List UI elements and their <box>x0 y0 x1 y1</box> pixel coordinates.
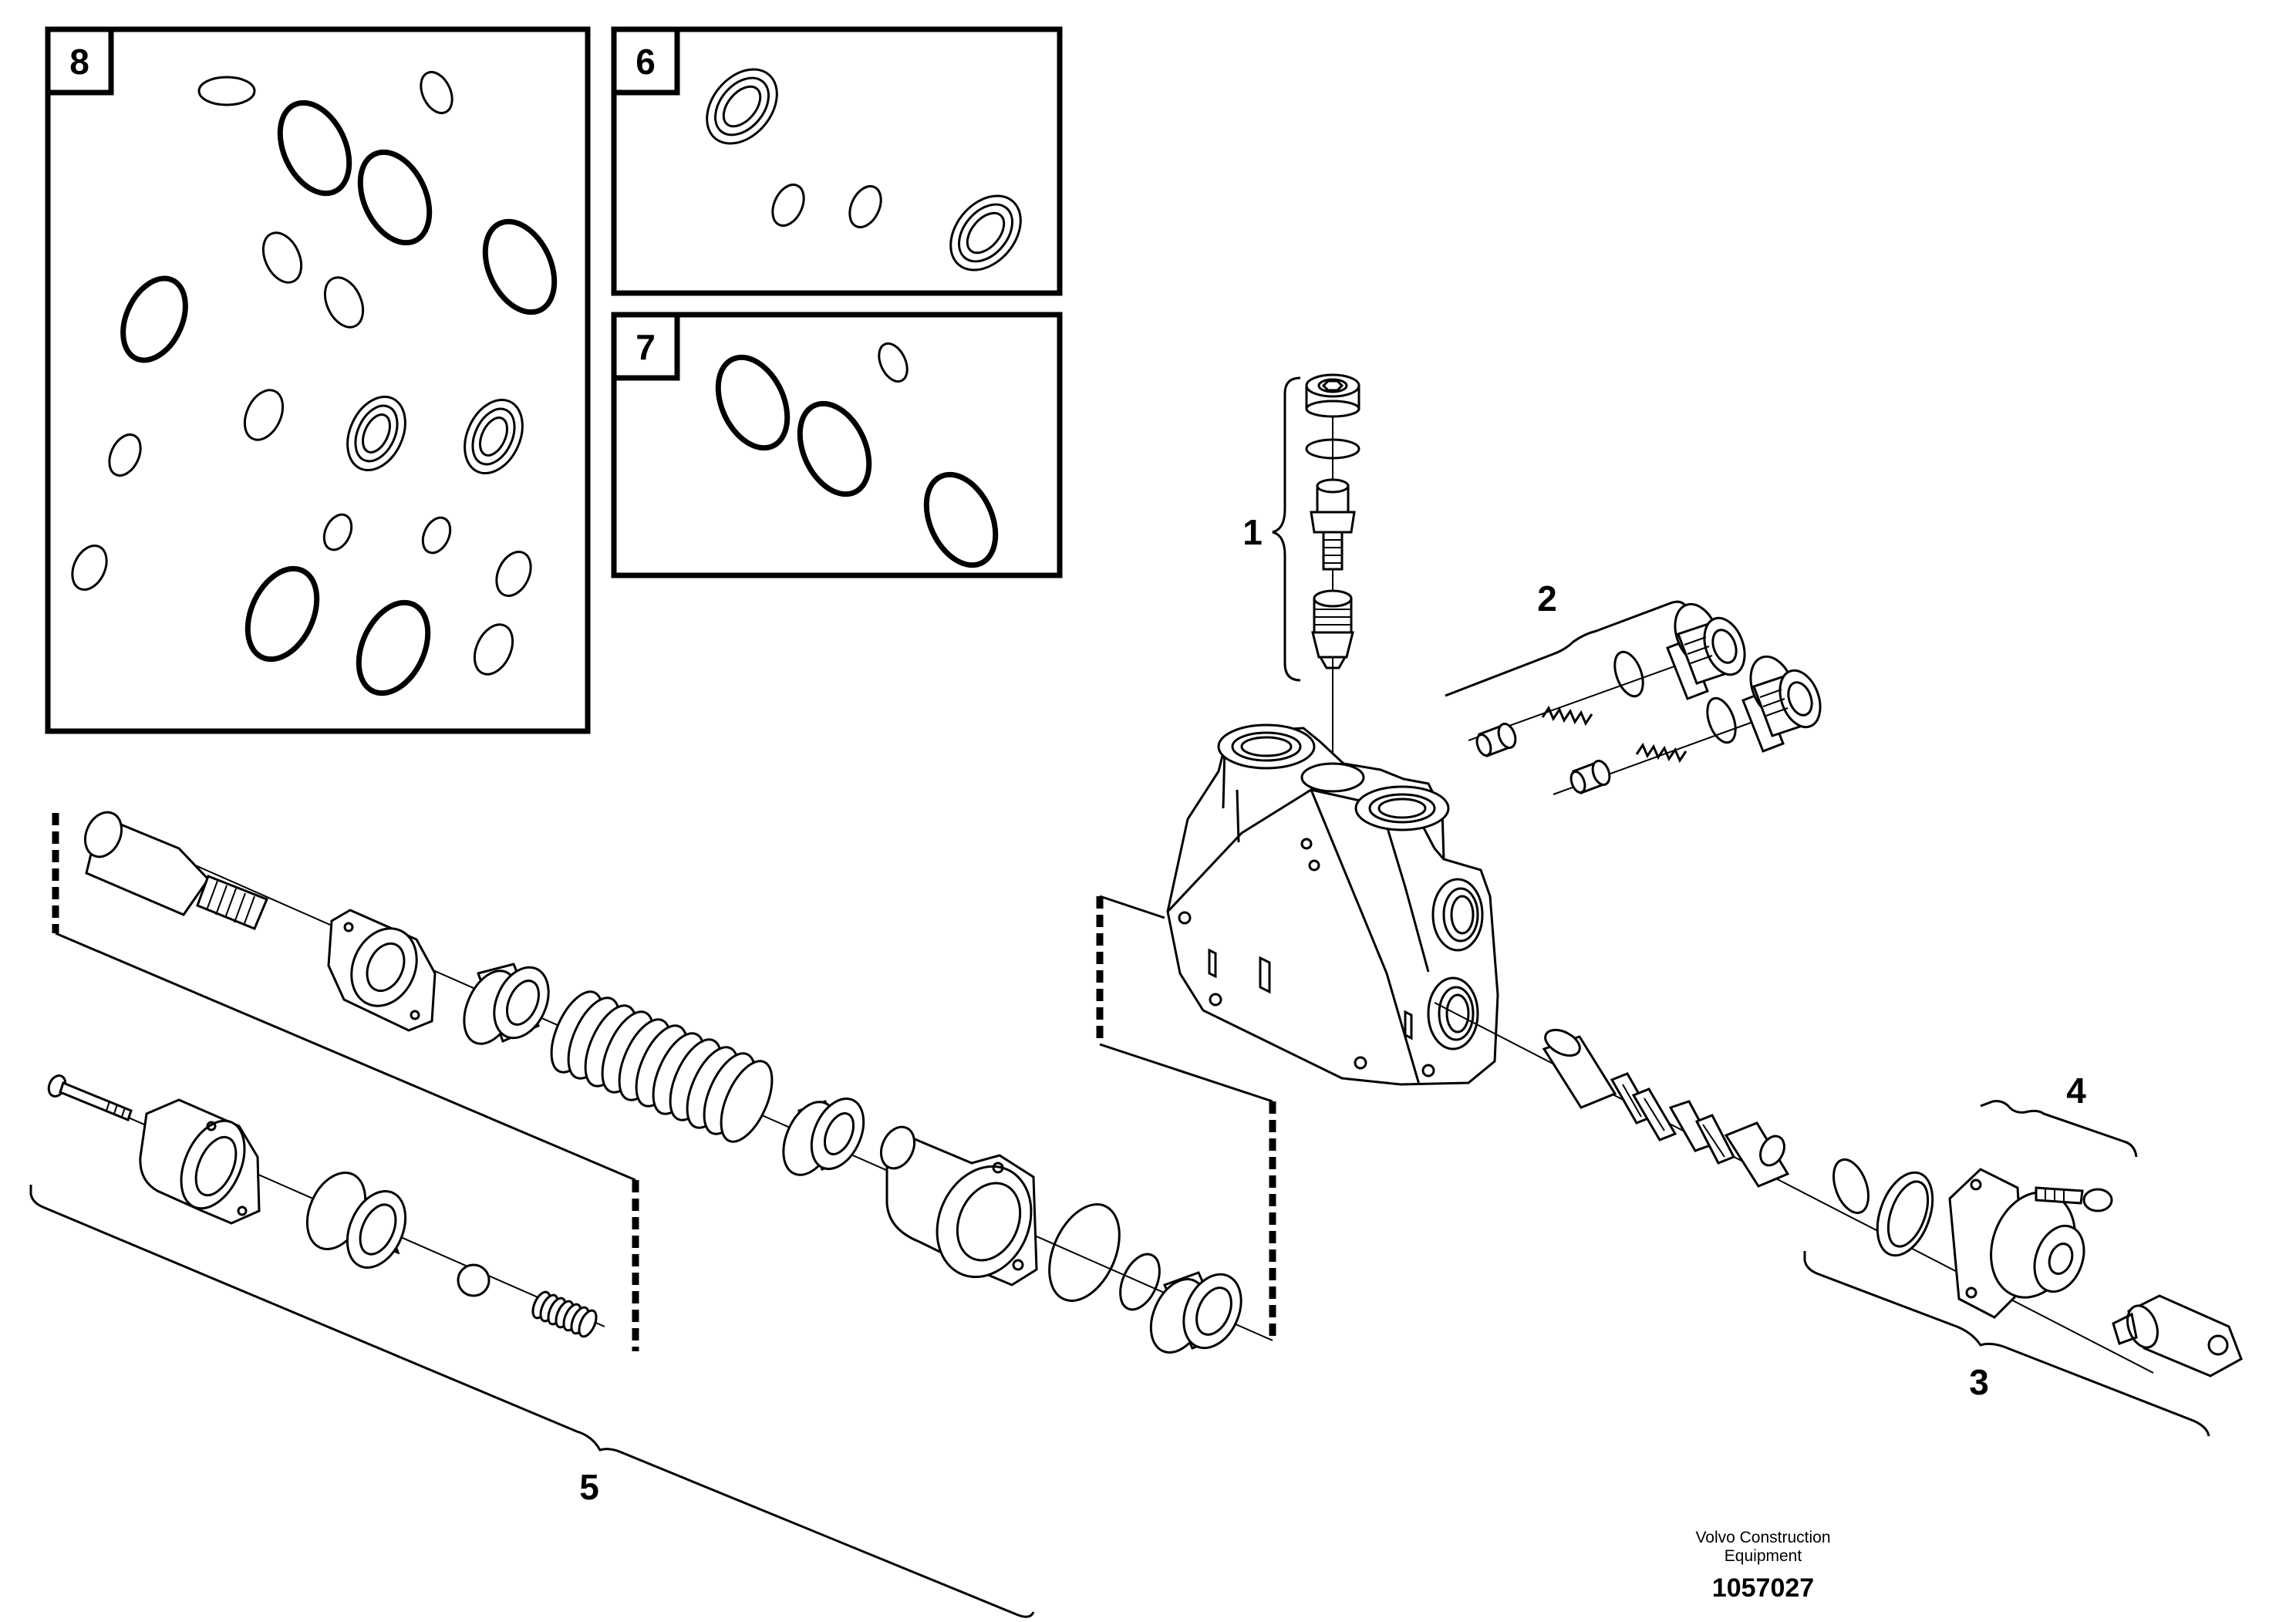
spring-seat-flange <box>327 909 437 1032</box>
adjuster-screw <box>1310 478 1356 571</box>
seal-kit-6-seals <box>706 68 1022 271</box>
relief-poppet <box>1311 589 1354 669</box>
check-spring-upper <box>1541 705 1593 727</box>
seal-kit-8-o-rings <box>71 71 558 696</box>
spring-seat-lower <box>782 1097 865 1176</box>
valve-body <box>1166 723 1499 1086</box>
bracket-3 <box>1803 1251 2210 1437</box>
spool-seal <box>1876 1171 1934 1257</box>
check-valve-assembly-2: 2 <box>1445 578 1822 795</box>
drawing-number: 1057027 <box>1712 1573 1814 1603</box>
spool <box>1542 1028 1790 1188</box>
spool-cover <box>1948 1168 2085 1319</box>
company-line-2: Equipment <box>1725 1547 1802 1565</box>
detent-housing <box>139 1098 261 1225</box>
housing-o-ring-small <box>1119 1253 1161 1311</box>
housing-o-ring-large <box>1048 1203 1121 1302</box>
spring-housing <box>879 1125 1038 1286</box>
callout-3: 3 <box>1969 1362 1989 1402</box>
check-poppet-upper <box>1475 723 1517 757</box>
callout-1: 1 <box>1242 512 1263 552</box>
detent-ball <box>457 1263 491 1297</box>
return-spring <box>550 990 774 1143</box>
spring-return-assembly: 5 <box>29 811 1273 1618</box>
section-link-line-2 <box>1099 1043 1273 1103</box>
company-line-1: Volvo Construction <box>1695 1529 1830 1546</box>
check-o-ring-lower <box>1706 696 1737 744</box>
callout-5: 5 <box>579 1467 599 1507</box>
callout-4: 4 <box>2066 1071 2086 1111</box>
seal-kit-7-o-rings <box>715 342 999 568</box>
bracket-5 <box>29 1185 1035 1618</box>
section-link-line <box>1099 895 1165 919</box>
bracket-1 <box>1272 376 1301 682</box>
kit-6-label: 6 <box>636 42 656 82</box>
detent-spring <box>531 1290 598 1338</box>
spool-eye-end <box>2112 1294 2243 1378</box>
end-seal <box>1149 1271 1242 1354</box>
drawing-footer: Volvo Construction Equipment 1057027 <box>1695 1529 1830 1603</box>
seal-kit-6-panel: 6 <box>611 26 1063 296</box>
bracket-2 <box>1445 600 1689 697</box>
check-plug-upper <box>1666 602 1746 700</box>
seal-kit-7-panel: 7 <box>611 312 1063 578</box>
seal-kit-8-panel: 8 <box>45 26 591 734</box>
kit-8-label: 8 <box>69 42 89 82</box>
cover-screw <box>2035 1186 2113 1212</box>
check-o-ring-upper <box>1613 650 1644 698</box>
callout-2: 2 <box>1537 578 1557 619</box>
spool-o-ring <box>1832 1158 1870 1215</box>
spool-assembly: 4 3 <box>1434 1002 2243 1437</box>
kit-7-label: 7 <box>636 327 656 367</box>
detent-screw <box>47 1074 133 1121</box>
plunger-cap <box>83 811 268 930</box>
detent-sleeve <box>305 1172 407 1269</box>
section-link-left <box>55 932 636 1182</box>
check-spring-lower <box>1635 742 1687 764</box>
bracket-4 <box>1980 1100 2138 1158</box>
cap-o-ring <box>1305 438 1360 460</box>
spring-seat-upper <box>463 963 550 1045</box>
plug-cap <box>1305 373 1360 418</box>
check-poppet-lower <box>1569 760 1611 794</box>
relief-valve-assembly-1: 1 <box>1242 373 1360 779</box>
check-plug-lower <box>1741 655 1822 753</box>
